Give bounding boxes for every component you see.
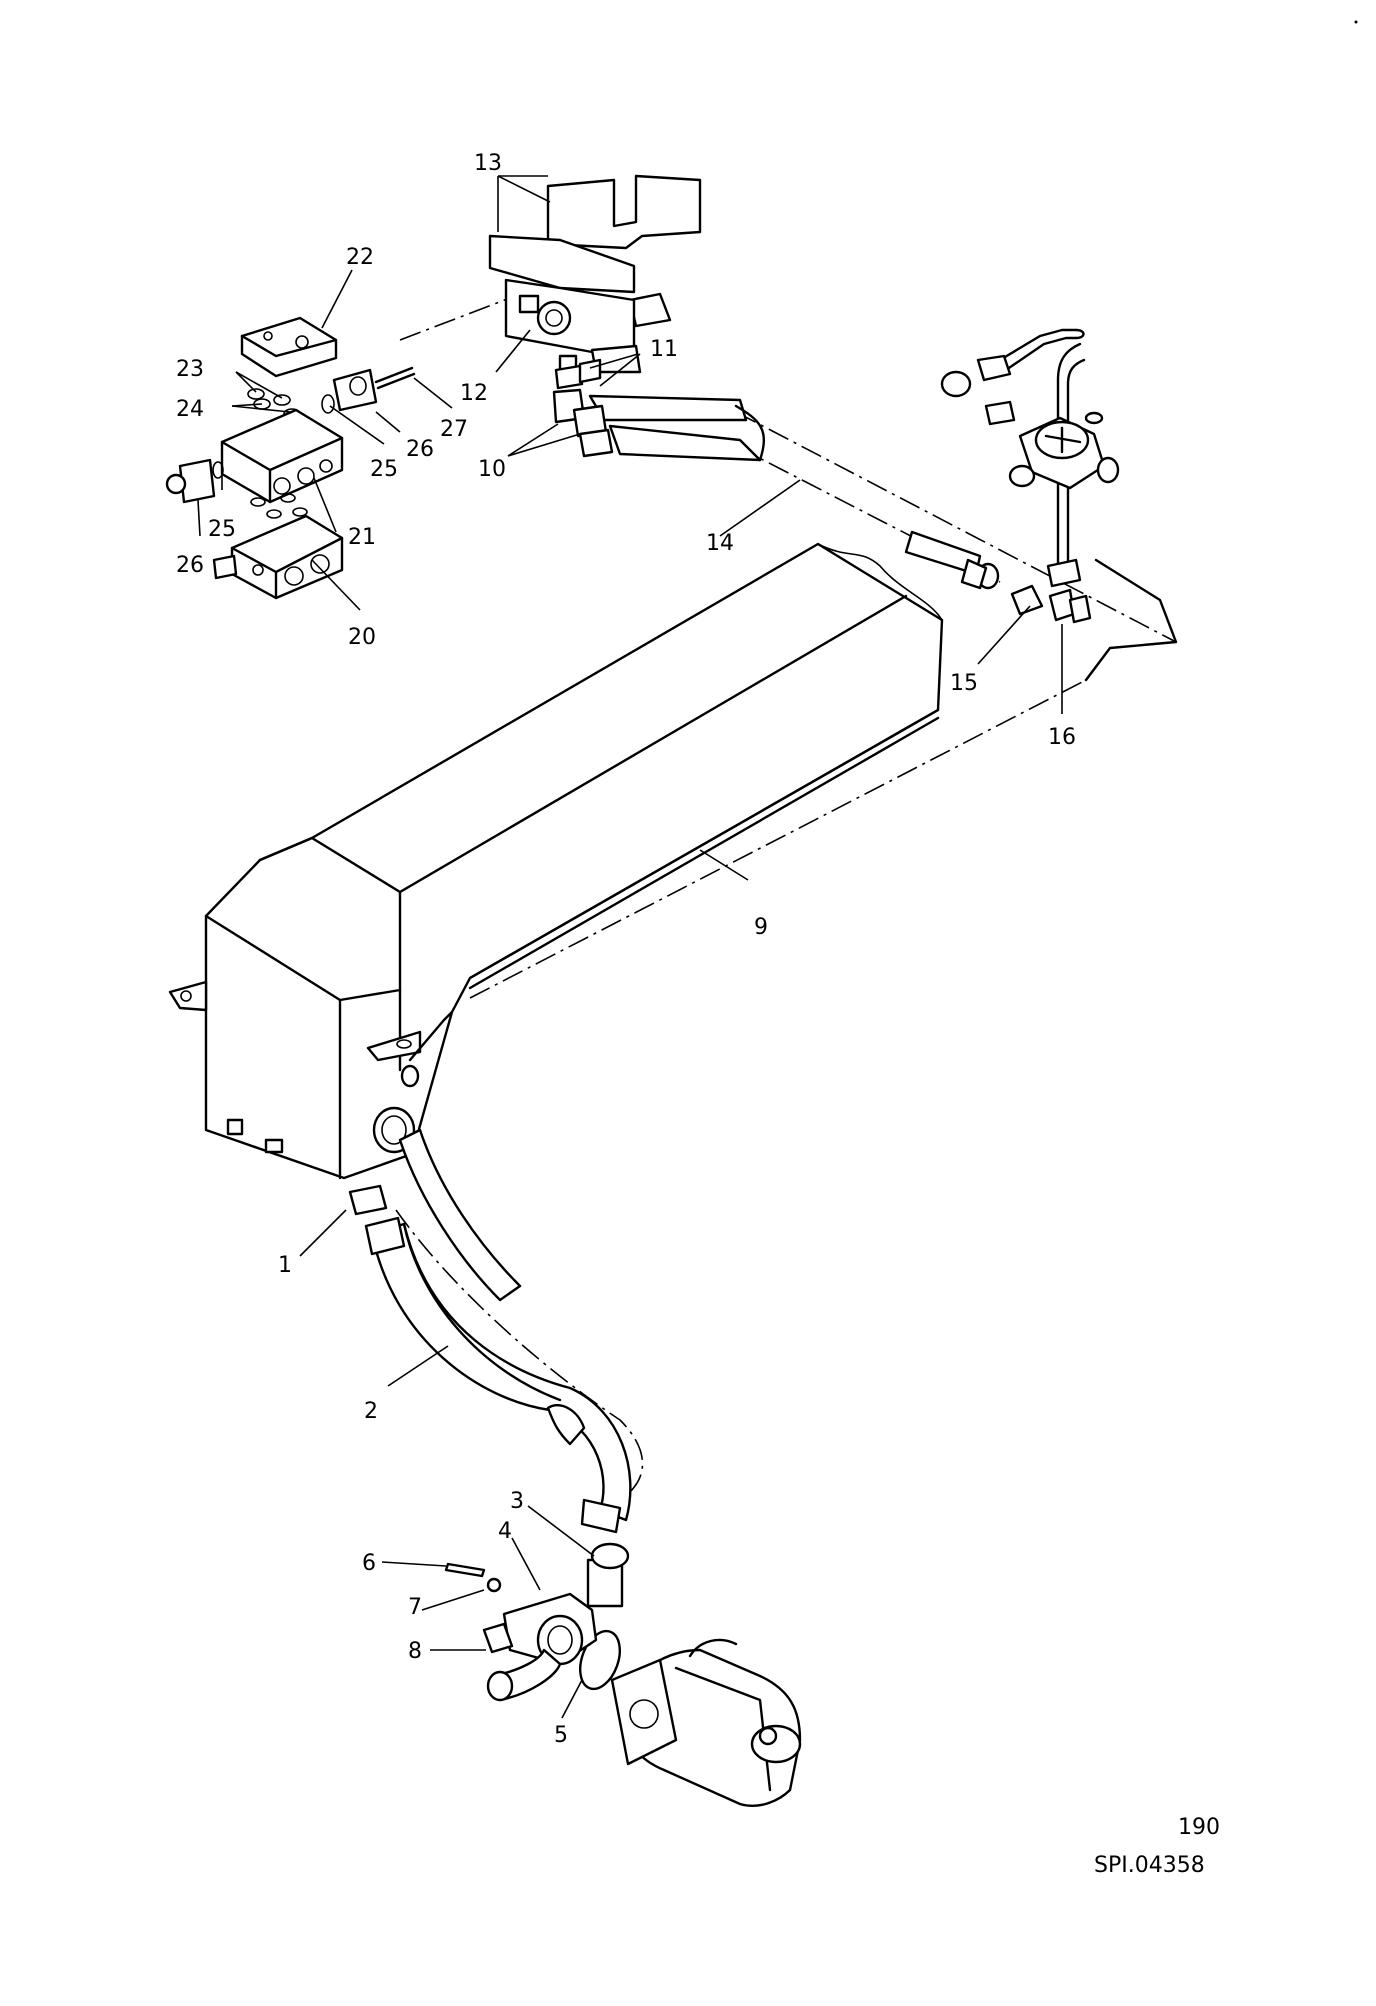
callout-16: 16 bbox=[1048, 725, 1076, 750]
callout-24: 24 bbox=[176, 397, 204, 422]
callout-25-left: 25 bbox=[208, 517, 236, 542]
callout-3: 3 bbox=[510, 1489, 524, 1514]
callout-5: 5 bbox=[554, 1723, 568, 1748]
hydraulic-pump bbox=[444, 1542, 802, 1807]
pressure-hoses bbox=[588, 394, 1000, 590]
pressure-switch-assembly bbox=[940, 328, 1120, 624]
callout-27: 27 bbox=[440, 417, 468, 442]
callout-22: 22 bbox=[346, 245, 374, 270]
manifold-group bbox=[165, 316, 416, 600]
callout-26-right: 26 bbox=[406, 437, 434, 462]
callout-12: 12 bbox=[460, 381, 488, 406]
callout-15: 15 bbox=[950, 671, 978, 696]
callout-1: 1 bbox=[278, 1253, 292, 1278]
frame-edge bbox=[1084, 558, 1178, 682]
callout-8: 8 bbox=[408, 1639, 422, 1664]
suction-hose bbox=[348, 1128, 632, 1534]
corner-dot bbox=[1354, 20, 1358, 24]
footer: 190 SPI.04358 bbox=[1094, 1815, 1220, 1878]
page-number: 190 bbox=[1178, 1815, 1220, 1840]
callout-4: 4 bbox=[498, 1519, 512, 1544]
hydraulic-tank bbox=[168, 542, 944, 1180]
drawing-code: SPI.04358 bbox=[1094, 1853, 1205, 1878]
callout-14: 14 bbox=[706, 531, 734, 556]
callout-25-right: 25 bbox=[370, 457, 398, 482]
callout-21: 21 bbox=[348, 525, 376, 550]
control-valve bbox=[488, 174, 702, 458]
callout-9: 9 bbox=[754, 915, 768, 940]
callout-6: 6 bbox=[362, 1551, 376, 1576]
callout-labels: 13 22 23 24 27 26 25 12 11 10 25 21 26 2… bbox=[176, 151, 1076, 1748]
callout-23: 23 bbox=[176, 357, 204, 382]
callout-11: 11 bbox=[650, 337, 678, 362]
callout-26-left: 26 bbox=[176, 553, 204, 578]
callout-7: 7 bbox=[408, 1595, 422, 1620]
callout-10: 10 bbox=[478, 457, 506, 482]
callout-2: 2 bbox=[364, 1399, 378, 1424]
callout-13: 13 bbox=[474, 151, 502, 176]
leader-lines bbox=[197, 175, 1063, 1719]
callout-20: 20 bbox=[348, 625, 376, 650]
